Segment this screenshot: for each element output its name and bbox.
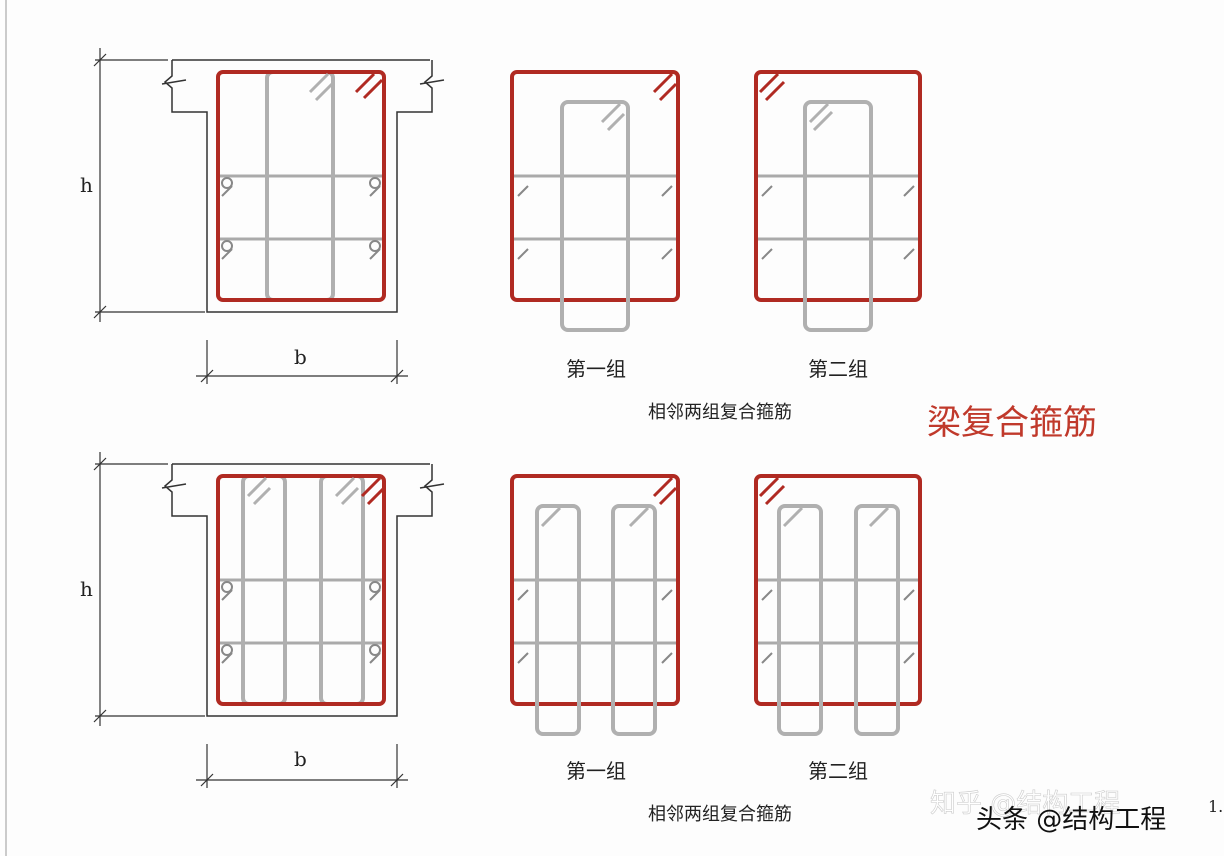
row-1-single-inner: h b [80, 48, 922, 423]
group-2-row-2 [754, 474, 922, 736]
caption-row-1: 相邻两组复合箍筋 [648, 402, 792, 423]
group-1-label-row-2: 第一组 [566, 759, 626, 783]
beam-section-1 [161, 59, 445, 313]
section-2-stirrups [216, 474, 386, 706]
watermark-top: 知乎 @结构工程 [930, 789, 1120, 819]
group-1-row-2 [510, 474, 680, 736]
section-1-stirrups [216, 70, 386, 302]
group-1-row-1 [510, 70, 680, 332]
caption-row-2: 相邻两组复合箍筋 [648, 804, 792, 825]
watermark-bottom: 头条 @结构工程 [976, 805, 1166, 835]
row-2-double-inner: h b [80, 452, 922, 825]
dim-b-2 [196, 744, 408, 788]
corner-mark: 1. [1208, 797, 1223, 816]
dim-h-2 [93, 452, 205, 726]
group-2-label-row-2: 第二组 [808, 759, 868, 783]
dim-h-label-2: h [80, 577, 93, 601]
group-2-label-row-1: 第二组 [808, 357, 868, 381]
figure-title: 梁复合箍筋 [927, 403, 1097, 443]
dim-b-label-2: b [294, 747, 307, 771]
dim-h-label-1: h [80, 173, 93, 197]
beam-section-2 [161, 463, 445, 717]
group-2-row-1 [754, 70, 922, 332]
dim-b-1 [196, 340, 408, 384]
dim-b-label-1: b [294, 345, 307, 369]
dim-h-1 [93, 48, 205, 322]
group-1-label-row-1: 第一组 [566, 357, 626, 381]
